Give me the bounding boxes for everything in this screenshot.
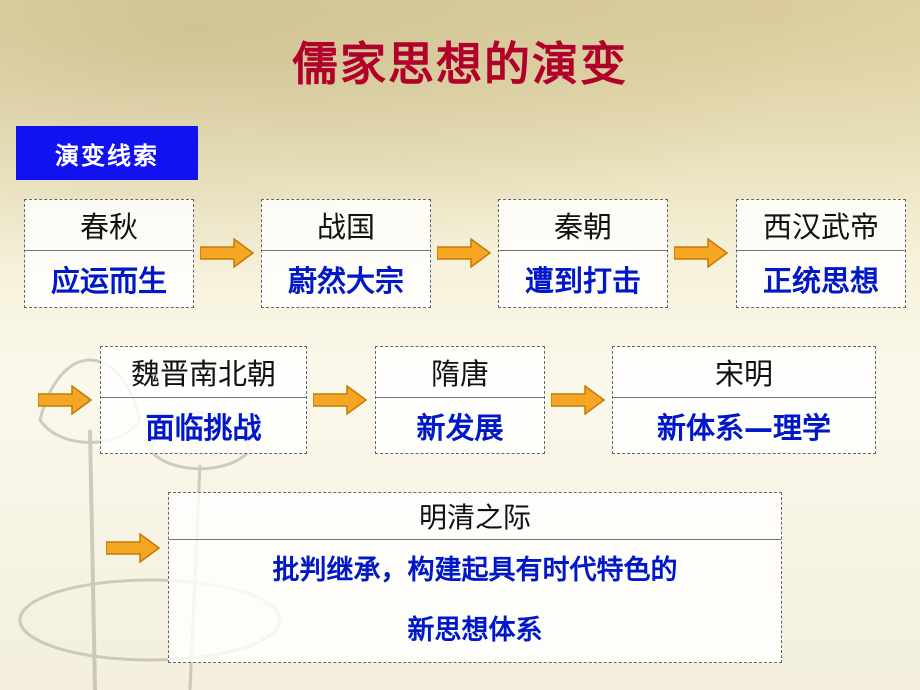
stage-desc: 蔚然大宗	[287, 264, 404, 298]
stage-era: 隋唐	[376, 347, 544, 398]
evolution-clue-label: 演变线索	[16, 126, 198, 180]
stage-desc: 面临挑战	[145, 410, 262, 445]
stage-box-xihan: 西汉武帝 正统思想	[736, 199, 906, 308]
stage-box-qin: 秦朝 遭到打击	[498, 199, 668, 308]
stage-desc: 批判继承，构建起具有时代特色的 新思想体系	[169, 540, 781, 662]
page-title: 儒家思想的演变	[292, 37, 628, 91]
stage-era: 西汉武帝	[737, 200, 905, 251]
stage-era: 秦朝	[499, 200, 667, 251]
stage-desc: 遭到打击	[524, 264, 641, 298]
arrow-right-icon	[551, 385, 605, 415]
arrow-right-icon	[200, 238, 254, 268]
stage-desc-line: 新思想体系	[407, 615, 543, 646]
arrow-right-icon	[313, 385, 367, 415]
stage-desc-line: 批判继承，构建起具有时代特色的	[272, 555, 678, 586]
stage-era: 战国	[262, 200, 430, 251]
stage-box-weijin: 魏晋南北朝 面临挑战	[100, 346, 307, 454]
stage-era: 宋明	[613, 347, 875, 398]
stage-desc: 新体系—理学	[656, 410, 831, 445]
stage-era: 魏晋南北朝	[101, 347, 306, 398]
stage-box-mingqing: 明清之际 批判继承，构建起具有时代特色的 新思想体系	[168, 492, 782, 663]
stage-box-zhanguo: 战国 蔚然大宗	[261, 199, 431, 308]
stage-desc: 正统思想	[762, 264, 879, 298]
arrow-right-icon	[674, 238, 728, 268]
stage-box-chunqiu: 春秋 应运而生	[24, 199, 194, 308]
arrow-right-icon	[437, 238, 491, 268]
arrow-right-icon	[38, 385, 92, 415]
stage-era: 明清之际	[169, 493, 781, 540]
stage-box-suitang: 隋唐 新发展	[375, 346, 545, 454]
arrow-right-icon	[106, 533, 160, 563]
stage-era: 春秋	[25, 200, 193, 251]
stage-box-songming: 宋明 新体系—理学	[612, 346, 876, 454]
stage-desc: 新发展	[416, 410, 504, 445]
stage-desc: 应运而生	[50, 264, 167, 298]
